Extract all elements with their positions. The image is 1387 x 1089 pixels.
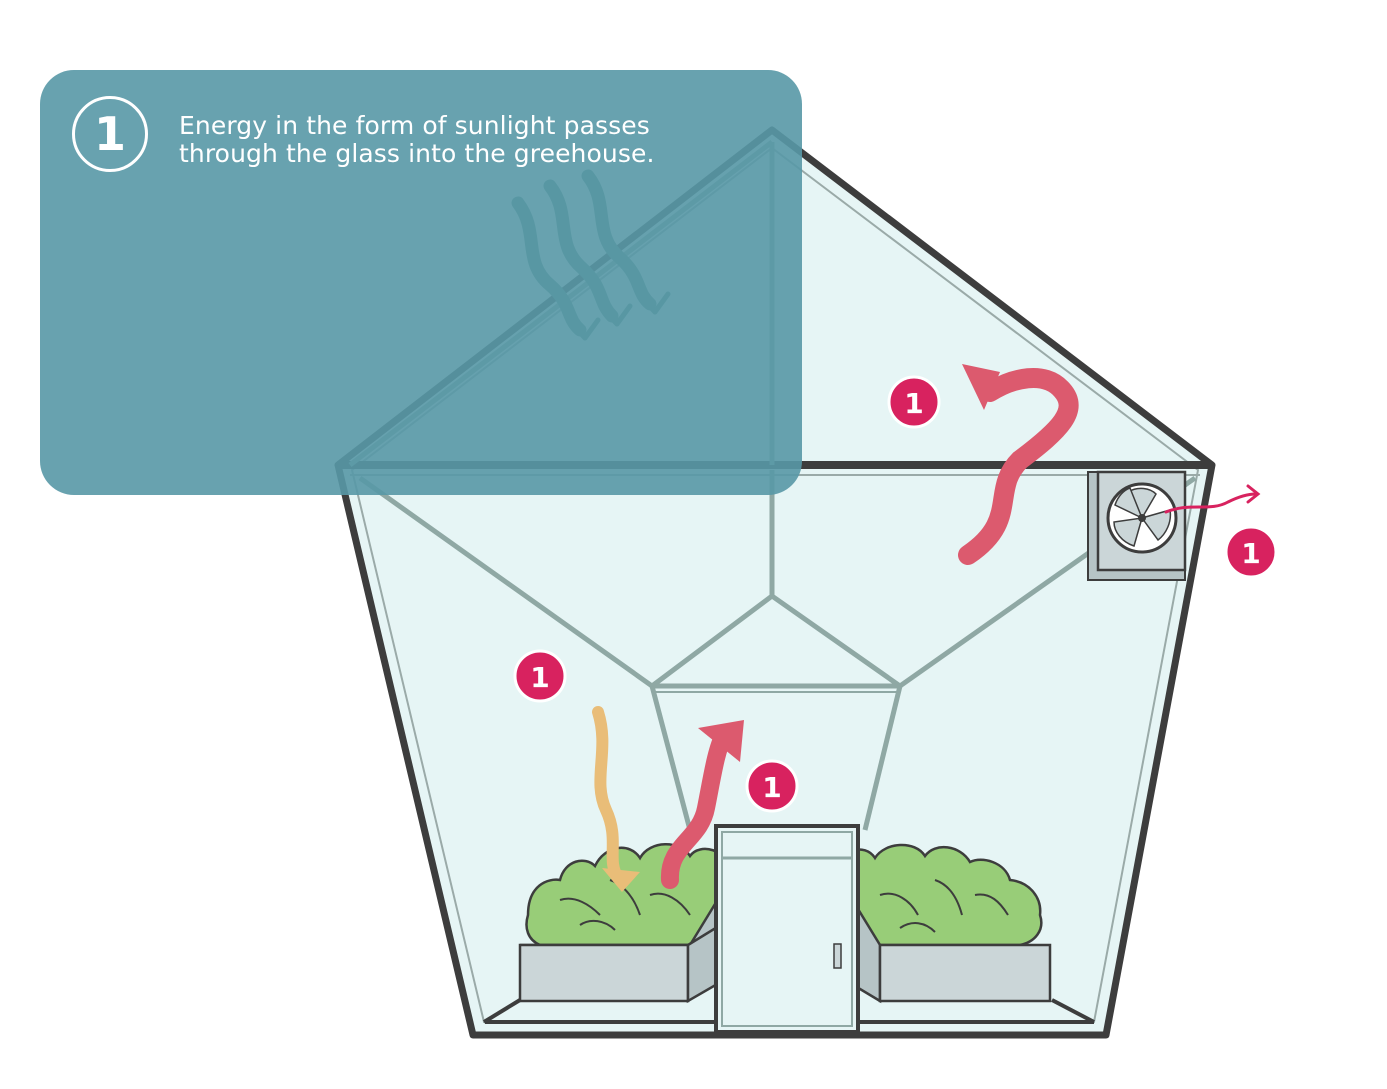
floor-lines xyxy=(482,998,1095,1024)
greenhouse-door xyxy=(714,824,860,1034)
roof-heat-arrow xyxy=(958,364,1079,565)
marker-fan-exhaust[interactable]: 1 xyxy=(1224,525,1278,579)
marker-sunlight-ground[interactable]: 1 xyxy=(513,649,567,703)
info-panel xyxy=(40,70,802,495)
marker-fan-exhaust-label: 1 xyxy=(1241,537,1260,570)
step-description-line-2: through the glass into the greehouse. xyxy=(179,139,655,168)
step-number-badge: 1 xyxy=(72,96,148,172)
left-planter-box xyxy=(518,943,690,1003)
marker-heat-rise[interactable]: 1 xyxy=(745,759,799,813)
step-description: Energy in the form of sunlight passes th… xyxy=(179,112,779,168)
marker-roof-heat-label: 1 xyxy=(904,387,923,420)
marker-sunlight-ground-label: 1 xyxy=(530,661,549,694)
marker-heat-rise-label: 1 xyxy=(762,771,781,804)
fan-icon xyxy=(1113,487,1172,547)
fan-exhaust-arrow xyxy=(1164,484,1261,514)
heat-rise-arrow xyxy=(660,720,744,889)
marker-roof-heat[interactable]: 1 xyxy=(887,375,941,429)
sunlight-ground-arrow xyxy=(592,706,640,892)
exhaust-fan xyxy=(1087,470,1187,581)
right-planter-box xyxy=(878,943,1052,1003)
door-handle xyxy=(833,943,842,969)
left-planter-bed xyxy=(518,843,747,1004)
step-description-line-1: Energy in the form of sunlight passes xyxy=(179,111,650,140)
